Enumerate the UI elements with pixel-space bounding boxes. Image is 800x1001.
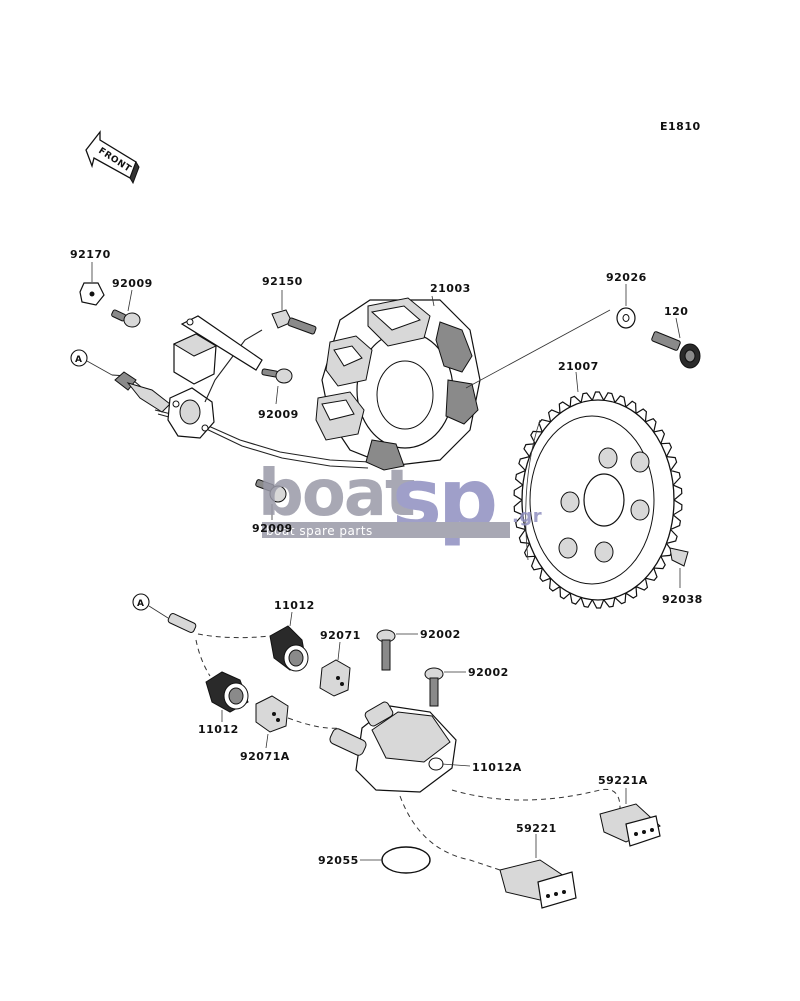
label-21007: 21007 [558,360,599,373]
label-59221A: 59221A [598,774,648,787]
housing-11012A [329,701,471,793]
bolt-120 [651,317,701,369]
connector-59221 [499,834,577,909]
svg-text:A: A [137,599,144,609]
label-120: 120 [664,305,688,318]
label-92009-mid: 92009 [258,408,299,421]
label-59221: 59221 [516,822,557,835]
bolt-92009-low [255,479,287,520]
label-92150: 92150 [262,275,303,288]
bolt-92002-b [424,667,466,707]
front-arrow-icon: FRONT [85,130,140,185]
label-92071A: 92071A [240,750,290,763]
label-21003: 21003 [430,282,471,295]
ref-marker-lower: A [132,593,169,619]
label-92170: 92170 [70,248,111,261]
label-92002-a: 92002 [420,628,461,641]
cap-11012-lower [205,671,249,722]
svg-text:boat: boat [258,457,415,531]
connector-59221A [599,788,661,847]
label-92026: 92026 [606,271,647,284]
flywheel-part [513,371,683,609]
diagram-code: E1810 [660,120,701,133]
wire-plug [167,613,271,677]
grommet-92071A [255,695,341,749]
clamp-part [79,262,105,306]
label-92071: 92071 [320,629,361,642]
oring-92055 [360,846,431,874]
label-11012A: 11012A [472,761,522,774]
cap-11012-upper [269,611,309,672]
washer-92026 [616,284,636,329]
svg-text:A: A [75,355,82,365]
key-92038 [669,547,689,588]
bolt-92002-a [376,629,418,671]
watermark-tagline: boat spare parts [266,524,373,538]
label-92002-b: 92002 [468,666,509,679]
label-92038: 92038 [662,593,703,606]
pickup-coil-harness [111,315,371,469]
label-92009-low: 92009 [252,522,293,535]
bolt-92009-mid [261,368,293,405]
label-11012-lower: 11012 [198,723,239,736]
bolt-92009-top [111,289,141,328]
ref-marker-upper: A [70,349,113,376]
label-92009-top: 92009 [112,277,153,290]
part-labels: 92170 92009 92150 21003 92026 120 21007 … [70,248,703,867]
bolt-92150 [271,290,317,335]
watermark-logo: boat sp boat spare parts .gr [258,450,542,548]
grommet-92071 [319,641,351,697]
label-92055: 92055 [318,854,359,867]
watermark-suffix: .gr [512,506,542,527]
stator-part [315,295,481,471]
label-11012-upper: 11012 [274,599,315,612]
